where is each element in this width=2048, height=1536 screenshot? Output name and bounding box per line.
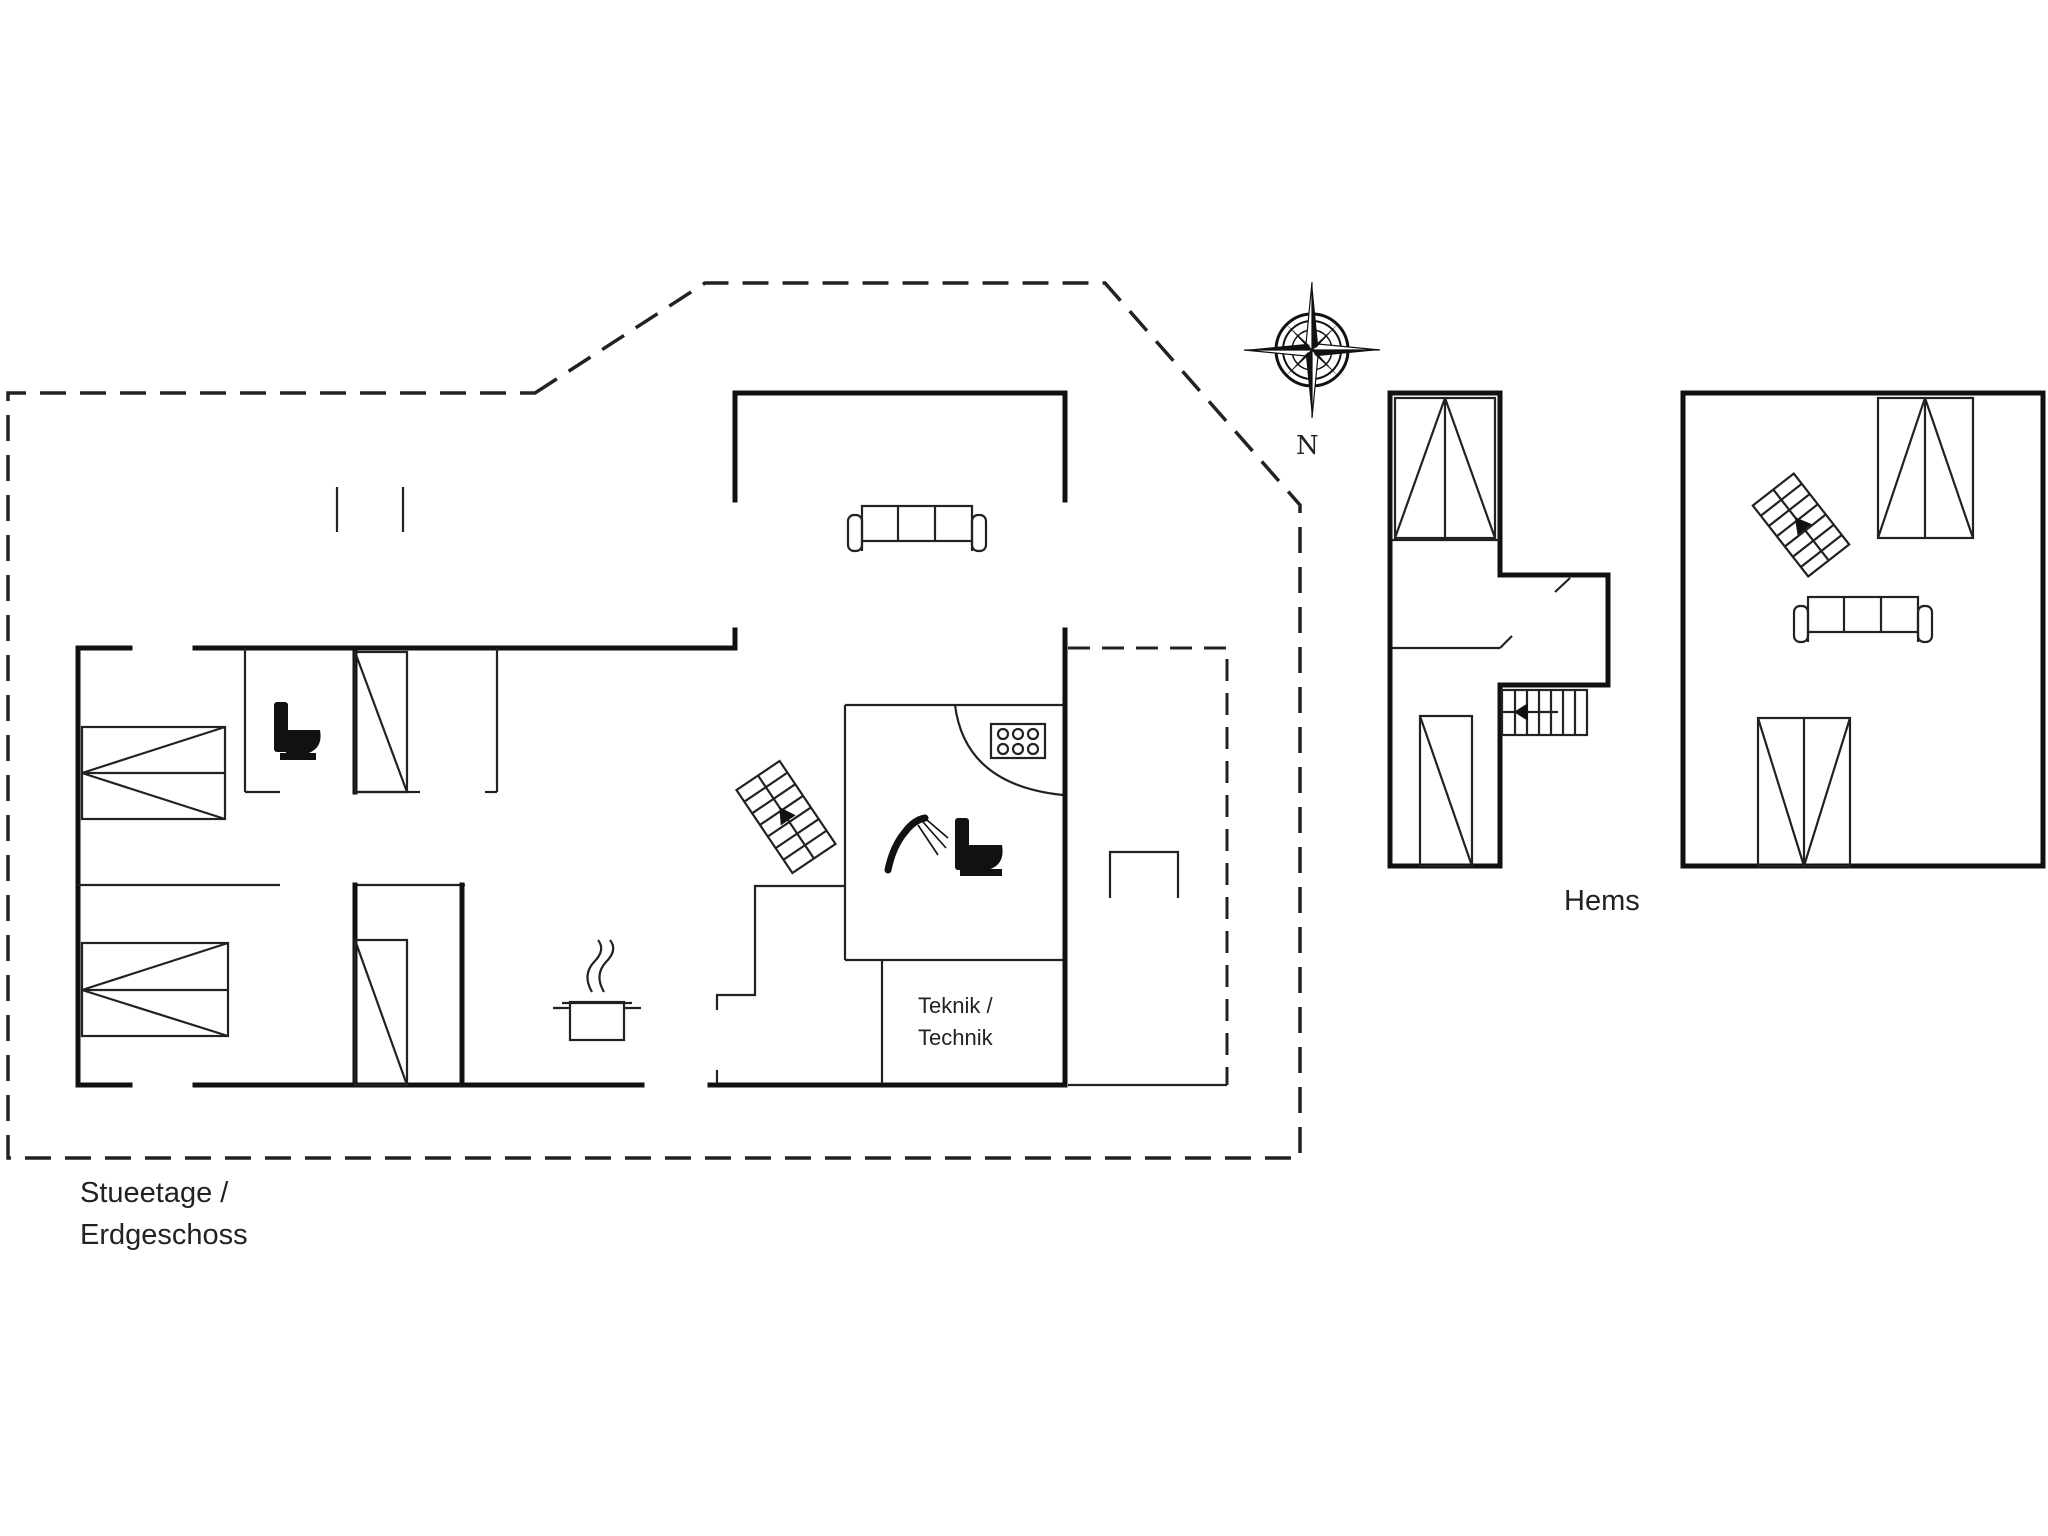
annex-counter <box>1108 850 1180 898</box>
ground-floor-label-line1: Stueetage / <box>80 1177 229 1209</box>
sofa-icon <box>846 504 988 553</box>
staircase-icon <box>734 759 838 875</box>
toilet-icon <box>274 702 321 760</box>
bed-icon <box>80 725 227 821</box>
tech-room-label: Teknik / Technik <box>918 990 993 1054</box>
wardrobe-icon <box>1876 396 1975 540</box>
staircase-icon <box>1500 688 1589 737</box>
bed-icon <box>80 941 230 1038</box>
tech-room-label-line2: Technik <box>918 1024 993 1050</box>
sofa-icon <box>1792 595 1934 644</box>
annex-outline <box>1068 646 1229 1085</box>
stove-icon <box>953 704 1064 797</box>
loft-small-walls <box>1387 390 1611 869</box>
toilet-icon <box>955 818 1003 876</box>
loft-label: Hems <box>1564 885 1640 917</box>
cooking-pot-icon <box>553 939 641 1042</box>
wardrobe-icon <box>353 650 409 794</box>
shower-icon <box>884 814 949 874</box>
terrace-outline <box>6 281 1302 1160</box>
ground-floor-label-line2: Erdgeschoss <box>80 1219 248 1252</box>
wardrobe-icon <box>353 938 409 1087</box>
staircase-icon <box>1751 471 1851 579</box>
loft-large-walls <box>1680 390 2046 869</box>
wardrobe-icon <box>1418 714 1474 868</box>
wardrobe-icon <box>1756 716 1852 868</box>
wardrobe-icon <box>1393 396 1497 540</box>
tech-room-label-line1: Teknik / <box>918 993 993 1018</box>
ground-floor-label: Stueetage / Erdgeschoss <box>80 1172 248 1256</box>
compass-rose-icon <box>1243 281 1381 419</box>
north-label: N <box>1296 431 1319 461</box>
